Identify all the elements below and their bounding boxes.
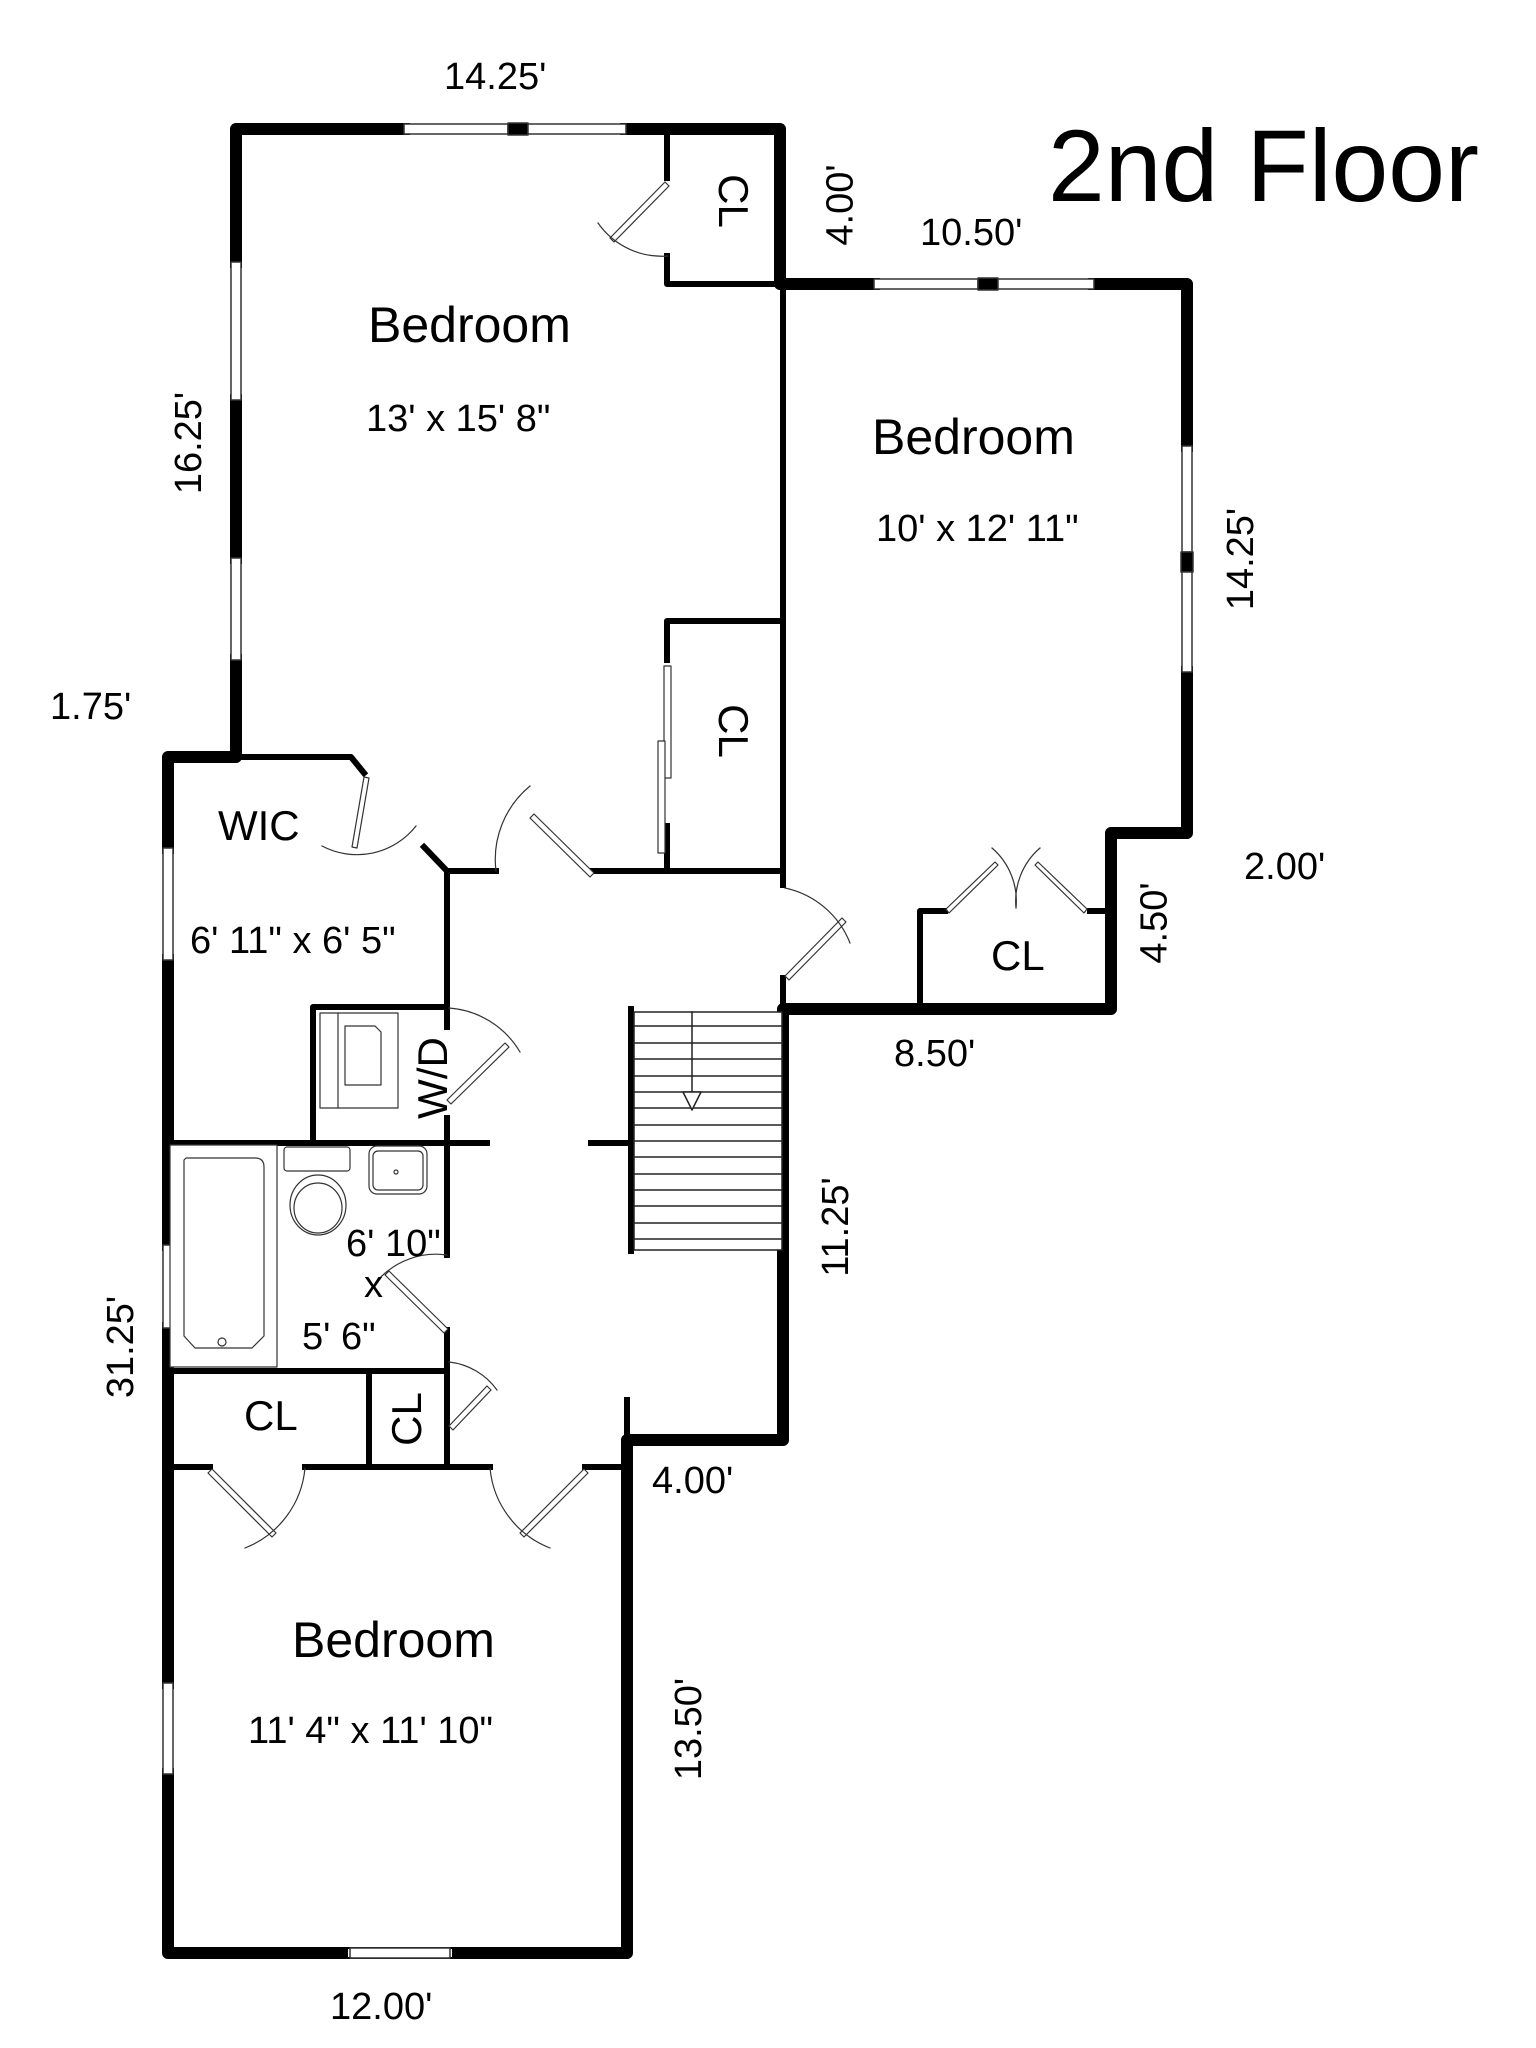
laundry-label: W/D — [408, 1037, 456, 1119]
bedroom-top-left-name: Bedroom — [368, 297, 571, 353]
dim-bottom-bedroom-height: 13.50' — [668, 1677, 711, 1781]
bath-size-line3: 5' 6" — [302, 1316, 376, 1358]
wic-name: WIC — [218, 802, 300, 849]
stairs — [633, 1011, 783, 1251]
closet-right-label: CL — [991, 932, 1045, 979]
bedroom-bottom-size: 11' 4" x 11' 10" — [248, 1710, 494, 1752]
wic-size: 6' 11" x 6' 5" — [190, 920, 396, 962]
bedroom-right-name: Bedroom — [872, 409, 1075, 465]
dim-top-width: 14.25' — [444, 56, 547, 98]
floor-title: 2nd Floor — [1048, 109, 1479, 223]
dim-right-bottom-width: 8.50' — [894, 1033, 976, 1075]
interior-walls — [165, 126, 1114, 1470]
dim-stair-height: 11.25' — [814, 1177, 857, 1277]
dim-right-closet-height: 4.50' — [1133, 882, 1176, 964]
dim-right-top-width: 10.50' — [920, 212, 1023, 254]
bath-size-line2: x — [364, 1264, 383, 1306]
bedroom-top-left-size: 13' x 15' 8" — [366, 398, 551, 440]
closet-middle-label: CL — [709, 704, 757, 758]
dim-left-offset: 1.75' — [50, 686, 132, 728]
dim-bottom-width: 12.00' — [330, 1986, 433, 2028]
fixtures — [169, 1012, 428, 1368]
windows — [162, 122, 1194, 1959]
dim-right-offset: 2.00' — [1244, 846, 1326, 888]
dim-closet-depth: 4.00' — [819, 164, 862, 246]
doors — [207, 181, 1088, 1549]
closet-bottom-small-label: CL — [382, 1392, 430, 1446]
dim-right-height: 14.25' — [1220, 507, 1263, 611]
bedroom-bottom-name: Bedroom — [292, 1612, 495, 1668]
dim-left-upper-height: 16.25' — [168, 391, 211, 495]
dim-bottom-step: 4.00' — [652, 1460, 734, 1502]
bath-size-line1: 6' 10" — [346, 1223, 441, 1265]
dim-left-total-height: 31.25' — [100, 1295, 143, 1399]
bedroom-right-size: 10' x 12' 11" — [876, 508, 1079, 550]
closet-top-label: CL — [709, 174, 757, 228]
closet-bottom-left-label: CL — [244, 1392, 298, 1439]
